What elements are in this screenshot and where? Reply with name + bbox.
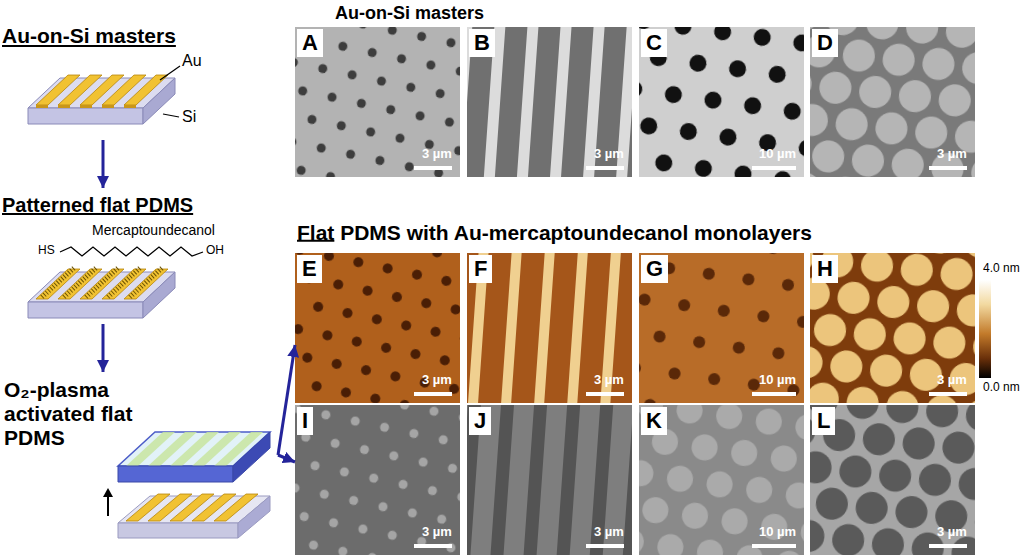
group-heading: Flat PDMS with Au-mercaptoundecanol mono…	[297, 221, 812, 245]
micrograph-panel: G 10 µm	[639, 253, 804, 403]
micrograph-panel: B 3 µm	[467, 27, 632, 177]
patterned-schematic	[28, 268, 175, 318]
scale-label: 10 µm	[759, 147, 796, 162]
end-group-label: OH	[206, 244, 224, 258]
scale-label: 3 µm	[937, 147, 967, 162]
process-stage: Patterned flat PDMS MercaptoundecanolHS OH	[0, 188, 232, 324]
stage-heading: Au-on-Si masters	[2, 24, 176, 48]
panel-letter: I	[297, 407, 313, 435]
colorbar-label: 0.0 nm	[983, 381, 1020, 395]
panel-letter: F	[469, 255, 492, 283]
group-heading: Au-on-Si masters	[335, 3, 484, 24]
scale-label: 10 µm	[759, 373, 796, 388]
scale-label: 3 µm	[422, 147, 452, 162]
panel-letter: K	[641, 407, 667, 435]
micrograph-panel: A 3 µm	[295, 27, 460, 177]
stage-heading: O₂-plasma activated flat PDMS	[4, 378, 154, 450]
scale-label: 3 µm	[937, 373, 967, 388]
transfer-schematic	[103, 432, 270, 538]
micrograph-panel: E 3 µm	[295, 253, 460, 403]
material-label: Si	[182, 108, 196, 126]
material-label: Au	[182, 52, 202, 70]
molecule-chain	[60, 247, 203, 256]
process-stage: O₂-plasma activated flat PDMS	[0, 372, 278, 554]
scale-label: 3 µm	[594, 147, 624, 162]
panel-letter: J	[469, 407, 491, 435]
panel-letter: A	[297, 29, 323, 57]
scale-label: 3 µm	[422, 373, 452, 388]
scale-label: 3 µm	[937, 525, 967, 540]
process-arrow	[278, 455, 295, 462]
scale-label: 3 µm	[422, 525, 452, 540]
panel-letter: H	[812, 255, 838, 283]
molecule-name: Mercaptoundecanol	[92, 222, 215, 238]
process-stage: Au-on-Si mastersAuSi	[0, 20, 216, 140]
micrograph-panel: I 3 µm	[295, 405, 460, 555]
micrograph-images	[295, 27, 975, 555]
stage-heading: Patterned flat PDMS	[2, 194, 193, 217]
panel-letter: B	[469, 29, 495, 57]
micrograph-panel: D 3 µm	[810, 27, 975, 177]
micrograph-panel: J 3 µm	[467, 405, 632, 555]
colorbar-label: 4.0 nm	[983, 262, 1020, 276]
process-arrow	[102, 324, 105, 372]
panel-letter: D	[812, 29, 838, 57]
end-group-label: HS	[38, 244, 55, 258]
scale-label: 3 µm	[594, 525, 624, 540]
scale-label: 3 µm	[594, 373, 624, 388]
height-colorbar	[979, 280, 991, 378]
micrograph-panel: C 10 µm	[639, 27, 804, 177]
master-schematic	[28, 66, 180, 124]
scale-label: 10 µm	[759, 525, 796, 540]
panel-letter: C	[641, 29, 667, 57]
micrograph-panel: F 3 µm	[467, 253, 632, 403]
panel-letter: L	[812, 407, 835, 435]
micrograph-panel: L 3 µm	[810, 405, 975, 555]
micrograph-panel: K 10 µm	[639, 405, 804, 555]
micrograph-panel: H 3 µm	[810, 253, 975, 403]
panel-letter: E	[297, 255, 322, 283]
panel-letter: G	[641, 255, 668, 283]
process-arrow	[102, 140, 105, 188]
process-arrow	[278, 345, 295, 455]
